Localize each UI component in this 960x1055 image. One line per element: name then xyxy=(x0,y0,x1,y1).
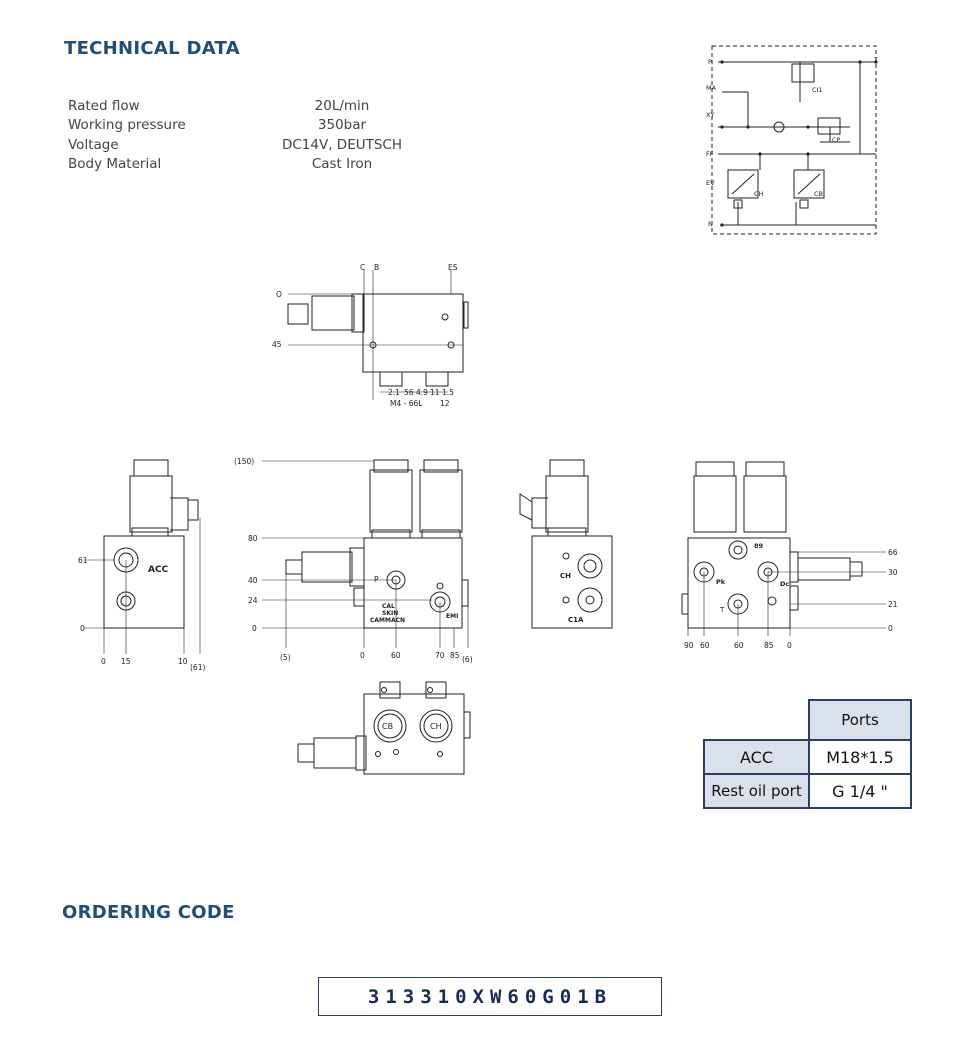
dimension-label: (5) xyxy=(280,653,291,662)
dimension-label: 21 xyxy=(888,600,898,609)
ports-row-name: Rest oil port xyxy=(703,773,810,809)
dimension-label: M4 - 66L xyxy=(390,399,423,408)
dimension-label: 12 xyxy=(440,399,450,408)
spec-label: Body Material xyxy=(68,156,162,173)
schematic-valve-label: CI1 xyxy=(812,86,823,94)
spec-row-voltage: Voltage DC14V, DEUTSCH xyxy=(68,135,436,155)
ports-row-value: M18*1.5 xyxy=(808,739,912,775)
dimension-label: 30 xyxy=(888,568,898,577)
port-label-cb: CB xyxy=(382,722,393,731)
port-label-ch: CH xyxy=(430,722,442,731)
dimension-label: 85 xyxy=(764,641,774,650)
dimension-label: 56 xyxy=(404,388,414,397)
dimension-label: 24 xyxy=(248,596,258,605)
ports-row-name: ACC xyxy=(703,739,810,775)
port-label-ch: CH xyxy=(560,572,571,580)
schematic-port-label: MA xyxy=(706,84,717,92)
ports-row-value: G 1/4 " xyxy=(808,773,912,809)
dimension-label: 60 xyxy=(391,651,401,660)
port-label: 89 xyxy=(754,542,764,550)
spec-value: 350bar xyxy=(317,117,367,134)
schematic-port-label: N xyxy=(708,220,713,228)
schematic-valve-label: CB xyxy=(814,190,823,198)
top-view-drawing: C B ES O 45 2.1 56 4.9 11 1.5 M4 - 66L 1… xyxy=(272,263,469,408)
spec-value: DC14V, DEUTSCH xyxy=(281,136,403,153)
dimension-label: ES xyxy=(448,263,458,272)
dimension-label: 90 xyxy=(684,641,694,650)
port-label-c1a: C1A xyxy=(568,616,584,624)
dimension-label: 0 xyxy=(360,651,365,660)
dimension-label: 4.9 xyxy=(416,388,428,397)
dimension-label: 10 xyxy=(178,657,188,666)
dimension-label: 0 xyxy=(252,624,257,633)
dimension-label: (61) xyxy=(190,663,205,672)
port-label: CAL xyxy=(382,603,395,610)
dimension-label: 15 xyxy=(121,657,131,666)
middle-view-drawing: CH C1A xyxy=(519,459,613,629)
port-label: SKIN xyxy=(382,610,398,617)
dimension-label: 60 xyxy=(734,641,744,650)
dimension-label: 45 xyxy=(272,340,282,349)
ports-table-header: Ports xyxy=(808,699,912,741)
dimension-label: 70 xyxy=(435,651,445,660)
front-view-drawing: (150) 80 40 24 0 P CAL SKIN CAMMACN EMI … xyxy=(234,457,473,664)
spec-value: Cast Iron xyxy=(311,156,373,173)
dimension-label: (150) xyxy=(234,457,254,466)
dimension-label: 85 xyxy=(450,651,460,660)
left-view-drawing: 61 ACC 0 0 15 10 (61) xyxy=(78,459,205,672)
port-label: CAMMACN xyxy=(370,617,405,624)
spec-label: Voltage xyxy=(68,136,119,153)
dimension-label: 2.1 xyxy=(388,388,400,397)
bottom-view-drawing: CB CH xyxy=(297,681,471,775)
spec-label: Working pressure xyxy=(68,117,186,134)
technical-data-heading: TECHNICAL DATA xyxy=(64,38,240,59)
port-label-p: P xyxy=(374,575,379,584)
schematic-port-label: T xyxy=(873,56,878,64)
dimension-label: C xyxy=(360,263,365,272)
dimension-label: 0 xyxy=(787,641,792,650)
right-view-drawing: 66 30 21 0 89 Pk Dc T 90 60 60 85 0 xyxy=(681,461,898,650)
dimension-label: 0 xyxy=(101,657,106,666)
port-label-acc: ACC xyxy=(148,565,169,575)
port-label: EMI xyxy=(446,613,458,620)
dimension-label: 80 xyxy=(248,534,258,543)
ports-table: Ports ACC M18*1.5 Rest oil port G 1/4 " xyxy=(703,699,912,809)
spec-row-body-material: Body Material Cast Iron xyxy=(68,155,436,175)
spec-value: 20L/min xyxy=(314,97,370,114)
port-label-dc: Dc xyxy=(780,580,789,588)
dimension-label: 61 xyxy=(78,556,88,565)
spec-label: Rated flow xyxy=(68,97,140,114)
port-label-t: T xyxy=(719,606,725,614)
dimension-label: 66 xyxy=(888,548,898,557)
schematic-port-label: EV xyxy=(706,179,715,187)
schematic-port-label: FF xyxy=(706,150,714,158)
spec-row-working-pressure: Working pressure 350bar xyxy=(68,116,436,136)
port-label-pk: Pk xyxy=(716,578,726,586)
ordering-code-box: 313310XW60G01B xyxy=(318,977,662,1016)
dimension-label: 60 xyxy=(700,641,710,650)
schematic-valve-label: CH xyxy=(754,190,764,198)
dimension-label: B xyxy=(374,263,379,272)
dimension-label: 1.5 xyxy=(442,388,454,397)
schematic-port-label: XY xyxy=(706,111,714,119)
schematic-port-label: P xyxy=(708,58,712,66)
dimension-label: 11 xyxy=(430,388,440,397)
dimension-label: 40 xyxy=(248,576,258,585)
dimension-label: O xyxy=(276,290,282,299)
dimension-label: 0 xyxy=(80,624,85,633)
ordering-code-heading: ORDERING CODE xyxy=(62,902,235,923)
ports-table-corner xyxy=(704,700,810,741)
ordering-code-value: 313310XW60G01B xyxy=(367,985,613,1008)
technical-data-table: Rated flow 20L/min Working pressure 350b… xyxy=(68,96,436,174)
hydraulic-schematic: P MA XY FF EV N T CI1 CP CH CB xyxy=(706,45,878,235)
dimension-label: (6) xyxy=(462,655,473,664)
spec-row-rated-flow: Rated flow 20L/min xyxy=(68,96,436,116)
schematic-valve-label: CP xyxy=(832,136,841,144)
dimension-label: 0 xyxy=(888,624,893,633)
